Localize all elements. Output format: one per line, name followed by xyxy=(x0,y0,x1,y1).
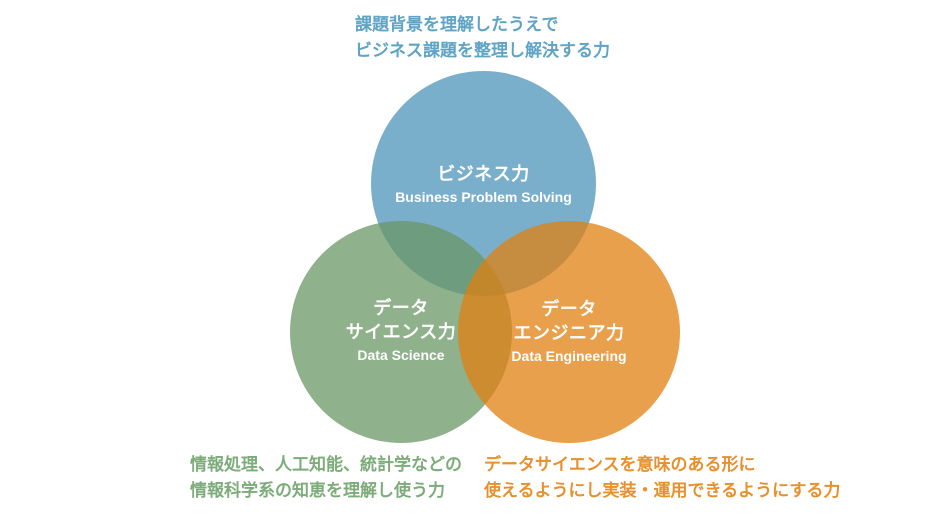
data-science-title-line1: データ xyxy=(373,298,429,318)
data-science-caption: 情報処理、人工知能、統計学などの 情報科学系の知恵を理解し使う力 xyxy=(190,452,462,504)
business-circle-label: ビジネス力 Business Problem Solving xyxy=(371,162,596,208)
data-engineering-circle-label: データ エンジニア力 Data Engineering xyxy=(458,297,680,367)
data-engineering-title-line2: エンジニア力 xyxy=(513,323,625,343)
data-science-caption-line2: 情報科学系の知恵を理解し使う力 xyxy=(190,481,445,500)
business-caption-line2: ビジネス課題を整理し解決する力 xyxy=(355,41,610,60)
data-engineering-caption-line1: データサイエンスを意味のある形に xyxy=(484,455,756,474)
data-science-title-line2: サイエンス力 xyxy=(345,322,457,342)
data-science-caption-line1: 情報処理、人工知能、統計学などの xyxy=(190,455,462,474)
data-science-subtitle: Data Science xyxy=(357,347,445,363)
business-caption: 課題背景を理解したうえで ビジネス課題を整理し解決する力 xyxy=(355,12,610,64)
data-science-circle-label: データ サイエンス力 Data Science xyxy=(290,296,512,366)
data-engineering-caption: データサイエンスを意味のある形に 使えるようにし実装・運用できるようにする力 xyxy=(484,452,840,504)
data-engineering-title-line1: データ xyxy=(541,299,597,319)
data-engineering-circle xyxy=(458,221,680,443)
business-title: ビジネス力 xyxy=(437,164,530,184)
data-engineering-caption-line2: 使えるようにし実装・運用できるようにする力 xyxy=(484,481,841,500)
business-subtitle: Business Problem Solving xyxy=(395,189,572,205)
data-engineering-subtitle: Data Engineering xyxy=(511,348,627,364)
business-caption-line1: 課題背景を理解したうえで xyxy=(355,15,559,34)
